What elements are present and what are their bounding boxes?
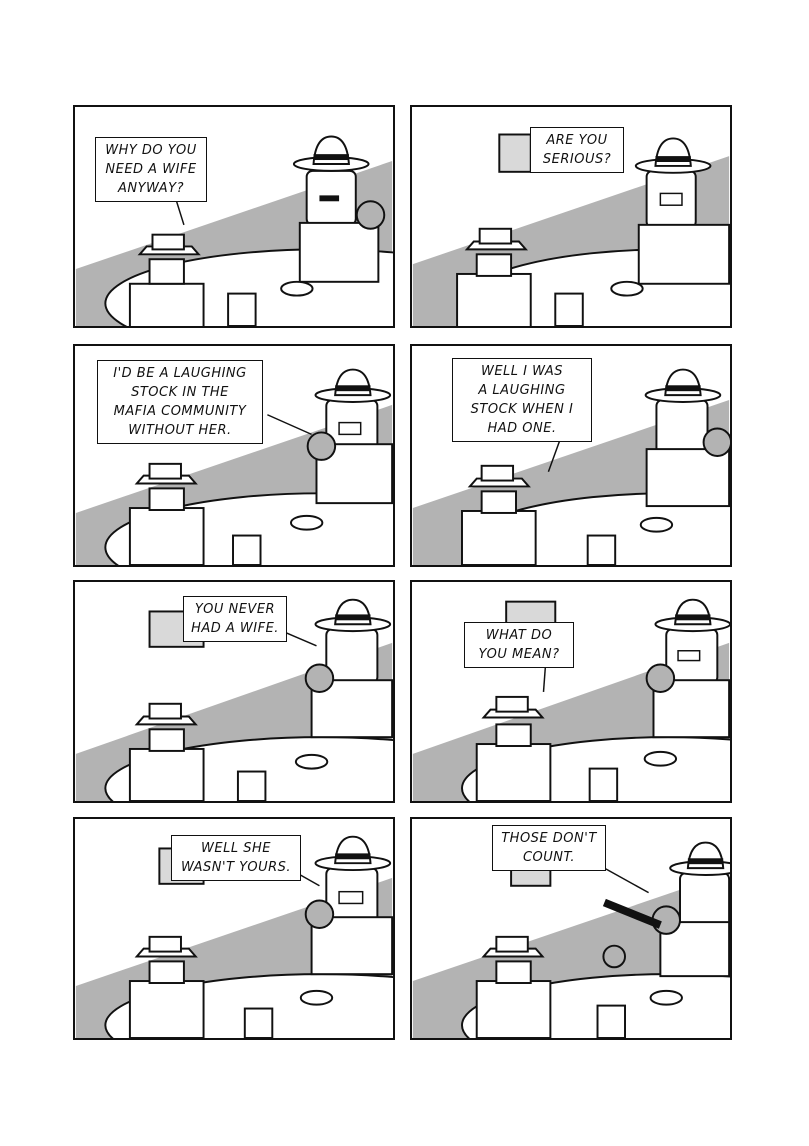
bubble-line: STOCK IN THE <box>131 385 229 400</box>
bubble-line: WITHOUT HER. <box>128 423 232 438</box>
coffee-mug <box>232 534 262 565</box>
panel-2-art <box>412 133 730 326</box>
ashtray <box>289 514 324 531</box>
coffee-mug <box>243 1007 274 1038</box>
panel-3: I'D BE A LAUGHING STOCK IN THE MAFIA COM… <box>73 344 395 567</box>
boss-robot <box>128 702 205 801</box>
panel-1-art <box>75 135 393 326</box>
bubble-line: WASN'T YOURS. <box>180 860 292 875</box>
speech-bubble: THOSE DON'T COUNT. <box>492 825 606 871</box>
boss-robot <box>456 227 532 326</box>
panel-3-art <box>75 368 393 565</box>
ashtray <box>649 989 683 1006</box>
bubble-line: NEED A WIFE <box>105 162 197 177</box>
bubble-line: ARE YOU <box>546 133 608 148</box>
ashtray <box>643 750 678 767</box>
bubble-line: HAD A WIFE. <box>191 621 279 636</box>
bubble-line: ANYWAY? <box>118 181 184 196</box>
bubble-line: WELL SHE <box>201 841 271 856</box>
coffee-mug <box>554 292 584 326</box>
mafia-robot <box>602 841 730 978</box>
bubble-line: STOCK WHEN I <box>470 402 574 417</box>
panel-4-art <box>412 368 730 565</box>
bubble-line: WHY DO YOU <box>105 143 197 158</box>
coffee-mug <box>227 292 257 326</box>
mafia-robot <box>292 135 386 283</box>
mafia-robot <box>306 368 393 505</box>
mafia-robot <box>634 137 730 285</box>
panel-8: THOSE DON'T COUNT. <box>410 817 732 1040</box>
bubble-line: MAFIA COMMUNITY <box>113 404 247 419</box>
mafia-robot <box>644 368 730 508</box>
boss-robot <box>128 462 205 565</box>
speech-bubble: YOU NEVER HAD A WIFE. <box>183 596 287 642</box>
speech-bubble: WELL I WAS A LAUGHING STOCK WHEN I HAD O… <box>452 358 592 442</box>
bubble-line: WHAT DO <box>485 628 553 643</box>
panel-7-art <box>75 835 393 1038</box>
bubble-line: YOU MEAN? <box>478 647 560 662</box>
ashtray <box>294 753 329 770</box>
coffee-mug <box>586 534 617 565</box>
bubble-line: WELL I WAS <box>480 364 563 379</box>
mafia-robot <box>645 598 730 739</box>
boss-robot <box>461 464 537 565</box>
mafia-robot <box>304 835 393 976</box>
boss-robot <box>475 935 552 1038</box>
speech-bubble: WELL SHE WASN'T YOURS. <box>171 835 301 881</box>
wall-picture <box>498 133 532 173</box>
coffee-mug <box>588 767 619 801</box>
ashtray <box>639 516 674 533</box>
panel-5: YOU NEVER HAD A WIFE. <box>73 580 395 803</box>
boss-robot <box>128 935 205 1038</box>
ashtray <box>299 989 334 1006</box>
panel-5-art <box>75 598 393 801</box>
panel-7: WELL SHE WASN'T YOURS. <box>73 817 395 1040</box>
panel-6-art <box>412 598 730 801</box>
speech-bubble: I'D BE A LAUGHING STOCK IN THE MAFIA COM… <box>97 360 263 444</box>
boss-robot <box>475 695 552 801</box>
bubble-line: A LAUGHING <box>478 383 566 398</box>
bubble-line: THOSE DON'T <box>501 831 597 846</box>
bubble-line: I'D BE A LAUGHING <box>113 366 247 381</box>
panel-4: WELL I WAS A LAUGHING STOCK WHEN I HAD O… <box>410 344 732 567</box>
bubble-line: SERIOUS? <box>542 152 612 167</box>
ashtray <box>610 280 644 297</box>
coffee-mug <box>236 770 267 801</box>
panel-8-art <box>412 841 730 1038</box>
boss-robot <box>128 233 205 326</box>
panel-6: WHAT DO YOU MEAN? <box>410 580 732 803</box>
ashtray <box>280 280 314 297</box>
bubble-line: YOU NEVER <box>194 602 276 617</box>
speech-bubble: WHAT DO YOU MEAN? <box>464 622 574 668</box>
speech-bubble: ARE YOU SERIOUS? <box>530 127 624 173</box>
speech-bubble: WHY DO YOU NEED A WIFE ANYWAY? <box>95 137 207 202</box>
bubble-line: COUNT. <box>522 850 576 865</box>
mafia-robot <box>304 598 393 739</box>
coffee-mug <box>596 1004 626 1038</box>
bubble-line: HAD ONE. <box>487 421 557 436</box>
panel-2: ARE YOU SERIOUS? <box>410 105 732 328</box>
panel-1: WHY DO YOU NEED A WIFE ANYWAY? <box>73 105 395 328</box>
